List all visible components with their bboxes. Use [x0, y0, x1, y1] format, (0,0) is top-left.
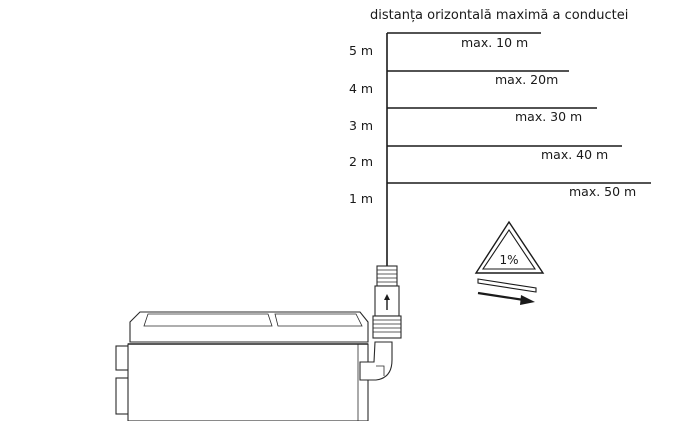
height-scale: 5 m 4 m 3 m 2 m 1 m	[349, 43, 373, 206]
sloped-pipe-icon	[477, 278, 537, 293]
pump-unit	[115, 311, 393, 421]
height-label-1m: 1 m	[349, 191, 373, 206]
height-label-2m: 2 m	[349, 154, 373, 169]
height-label-3m: 3 m	[349, 118, 373, 133]
diagram-title: distanța orizontală maximă a conductei	[370, 8, 628, 23]
distance-label-20m: max. 20m	[495, 72, 558, 87]
height-label-4m: 4 m	[349, 81, 373, 96]
distance-label-30m: max. 30 m	[515, 109, 582, 124]
distance-label-10m: max. 10 m	[461, 35, 528, 50]
check-valve	[372, 265, 402, 339]
distance-label-50m: max. 50 m	[569, 184, 636, 199]
slope-label: 1%	[499, 253, 518, 267]
slope-warning-icon: 1%	[474, 220, 545, 274]
height-label-5m: 5 m	[349, 43, 373, 58]
pump-body	[127, 343, 369, 421]
flow-direction-arrow-icon	[477, 291, 535, 305]
distance-label-40m: max. 40 m	[541, 147, 608, 162]
horizontal-distance-lines: max. 10 m max. 20m max. 30 m max. 40 m m…	[387, 32, 651, 199]
